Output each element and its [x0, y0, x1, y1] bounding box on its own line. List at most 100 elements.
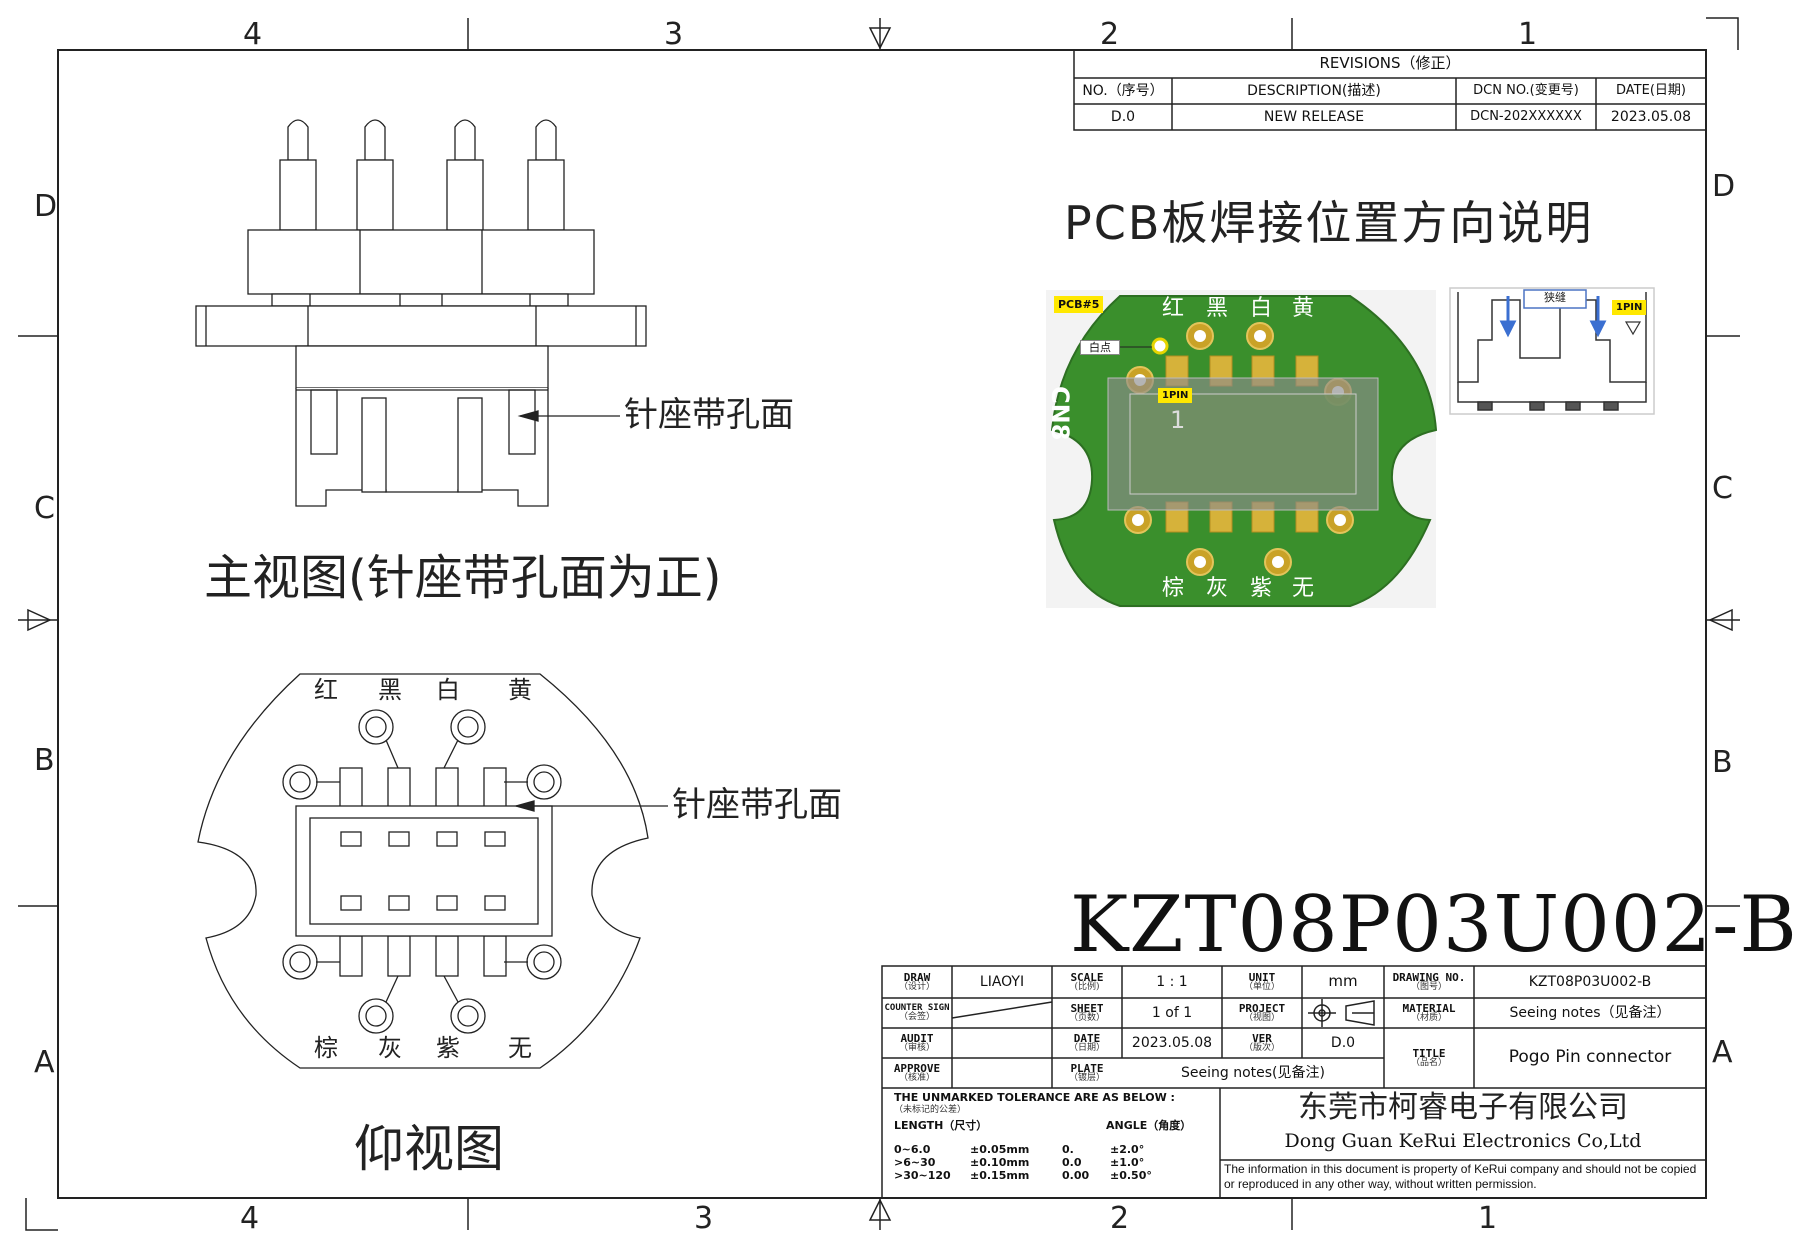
length-label: LENGTH（尺寸）: [894, 1119, 988, 1132]
audit-label: AUDIT（审核）: [898, 1031, 935, 1054]
bottom-color-white: 白: [436, 676, 460, 704]
rev-header-date: DATE(日期): [1616, 83, 1686, 99]
angle-tol-2: ±0.50°: [1110, 1169, 1152, 1182]
zone-left-d: D: [34, 189, 58, 224]
bottom-color-none: 无: [508, 1034, 532, 1062]
title-label: TITLE（品名）: [1410, 1046, 1447, 1069]
zone-top-2: 2: [1100, 17, 1120, 52]
bottom-color-brown: 棕: [314, 1034, 338, 1062]
revisions-title: REVISIONS（修正）: [1319, 54, 1461, 73]
pin-holes: [340, 831, 506, 911]
bottom-view-callout: 针座带孔面: [672, 785, 842, 825]
zone-right-c: C: [1712, 471, 1733, 506]
zone-bottom-3: 3: [694, 1201, 714, 1236]
title-block-grid: [881, 965, 1707, 1199]
length-range-0: 0~6.0: [894, 1143, 931, 1156]
connector-overlay-inner: [1129, 393, 1357, 495]
scale-label: SCALE(比例): [1070, 970, 1104, 993]
date-label: DATE（日期）: [1068, 1031, 1105, 1054]
pcb-pin-tag: 1PIN: [1158, 388, 1193, 403]
zone-left-a: A: [34, 1045, 55, 1080]
pcb-color-red: 红: [1162, 296, 1185, 321]
angle-precision-2: 0.00: [1062, 1169, 1090, 1182]
zone-bottom-2: 2: [1110, 1201, 1130, 1236]
pcb-outline: [197, 673, 649, 1069]
unit-label: UNIT（单位）: [1243, 970, 1280, 993]
revisions-table-grid: [1073, 49, 1707, 131]
rev-header-dcn: DCN NO.(变更号): [1473, 83, 1579, 99]
rev-header-no: NO.（序号）: [1082, 82, 1164, 99]
pcb-color-black: 黑: [1206, 296, 1229, 321]
angle-tol-0: ±2.0°: [1110, 1143, 1145, 1156]
zone-right-d: D: [1712, 169, 1736, 204]
sheet-label: SHEET（页数）: [1068, 1001, 1105, 1024]
part-number: KZT08P03U002-B: [1070, 880, 1798, 970]
title-value: Pogo Pin connector: [1508, 1047, 1672, 1068]
cn-label: CN8: [1046, 386, 1074, 441]
zone-top-4: 4: [243, 17, 263, 52]
zone-top-1: 1: [1518, 17, 1538, 52]
holes-top: [282, 709, 562, 800]
date-value: 2023.05.08: [1131, 1034, 1213, 1051]
zone-top-3: 3: [664, 17, 684, 52]
bottom-color-yellow: 黄: [508, 676, 532, 704]
bottom-color-red: 红: [314, 676, 338, 704]
material-label: MATERIAL（材质）: [1402, 1001, 1456, 1024]
pcb-color-gray: 灰: [1206, 576, 1229, 601]
length-tol-2: ±0.15mm: [970, 1169, 1030, 1182]
main-view-drawing: [195, 119, 647, 507]
angle-precision-1: 0.0: [1062, 1156, 1082, 1169]
pcb-photo: [1046, 290, 1438, 608]
connector-body: [295, 805, 553, 937]
pogo-pins: [279, 119, 565, 231]
drawing-no-label: DRAWING NO.（图号）: [1392, 970, 1466, 993]
angle-precision-0: 0.: [1062, 1143, 1074, 1156]
zone-right-a: A: [1712, 1035, 1733, 1070]
length-range-1: >6~30: [894, 1156, 936, 1169]
drawing-no-value: KZT08P03U002-B: [1528, 973, 1652, 990]
zone-right-b: B: [1712, 745, 1733, 780]
bottom-callout-leader: [513, 800, 668, 812]
pcb-tag: PCB#5: [1054, 296, 1104, 313]
angle-tol-1: ±1.0°: [1110, 1156, 1145, 1169]
ver-label: VER（版次）: [1243, 1031, 1280, 1054]
company-name-en: Dong Guan KeRui Electronics Co,Ltd: [1284, 1130, 1642, 1153]
plate-value: Seeing notes(见备注): [1181, 1064, 1325, 1081]
company-name-cn: 东莞市柯睿电子有限公司: [1298, 1090, 1628, 1126]
pcb-color-brown: 棕: [1162, 576, 1185, 601]
pads-top: [339, 767, 507, 809]
length-tol-1: ±0.10mm: [970, 1156, 1030, 1169]
pads-bottom: [339, 935, 507, 977]
draw-label: DRAW（设计）: [898, 970, 935, 993]
angle-label: ANGLE（角度）: [1106, 1119, 1192, 1132]
tolerance-header: THE UNMARKED TOLERANCE ARE AS BELOW :: [894, 1091, 1175, 1104]
approve-label: APPROVE（核准）: [893, 1061, 941, 1084]
side-slit-label: 狭缝: [1544, 291, 1566, 304]
bottom-color-black: 黑: [378, 676, 402, 704]
material-value: Seeing notes（见备注）: [1509, 1004, 1671, 1021]
ver-value: D.0: [1330, 1034, 1356, 1051]
zone-bottom-4: 4: [240, 1201, 260, 1236]
main-callout-leader: [517, 410, 620, 422]
pcb-color-purple: 紫: [1250, 576, 1273, 601]
pcb-color-yellow: 黄: [1292, 296, 1315, 321]
traces: [316, 739, 528, 1003]
length-tol-0: ±0.05mm: [970, 1143, 1030, 1156]
side-pin-tag: 1PIN: [1612, 300, 1647, 315]
rev-header-description: DESCRIPTION(描述): [1247, 82, 1381, 99]
plate-label: PLATE（镀层）: [1068, 1061, 1105, 1084]
zone-bottom-1: 1: [1478, 1201, 1498, 1236]
drawing-sheet: [18, 17, 1740, 1231]
zone-left-c: C: [34, 491, 55, 526]
rev-row-dcn: DCN-202XXXXXX: [1470, 109, 1582, 125]
bottom-color-gray: 灰: [378, 1034, 402, 1062]
length-range-2: >30~120: [894, 1169, 951, 1182]
bottom-color-purple: 紫: [436, 1034, 460, 1062]
bottom-view-drawing: [197, 673, 649, 1069]
zone-ticks: [18, 17, 1740, 1231]
pcb-color-none: 无: [1292, 576, 1315, 601]
counter-sign-label: COUNTER SIGN（会签）: [884, 1002, 950, 1022]
project-label: PROJECT（视图）: [1238, 1001, 1286, 1024]
draw-value: LIAOYI: [979, 973, 1025, 990]
rev-row-no: D.0: [1110, 108, 1136, 125]
